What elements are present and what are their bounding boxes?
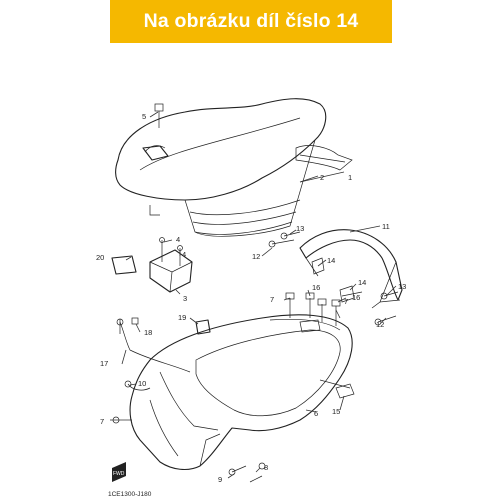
callout-1: 1 (348, 173, 352, 182)
callout-12a: 12 (252, 252, 260, 261)
callout-15: 15 (332, 407, 340, 416)
callout-19: 19 (178, 313, 186, 322)
callout-labels: 5 1 2 4 4 3 20 11 13 12 14 13 14 12 16 1… (96, 112, 406, 484)
callout-16a: 16 (312, 283, 320, 292)
diagram-code: 1CE1300-J180 (108, 491, 152, 498)
latch-15 (319, 379, 355, 399)
callout-8: 8 (264, 463, 268, 472)
bolts-12-13 (268, 231, 399, 326)
callout-7b: 7 (344, 297, 348, 306)
leader-lines (110, 111, 397, 479)
cable-17 (116, 317, 191, 373)
bolts-7-16 (285, 292, 341, 326)
callout-6: 6 (314, 409, 318, 418)
title-banner: Na obrázku díl číslo 14 (110, 0, 392, 43)
callout-12b: 12 (376, 320, 384, 329)
bolt-5 (154, 103, 164, 128)
callout-20: 20 (96, 253, 104, 262)
callout-9: 9 (218, 475, 222, 484)
callout-14a: 14 (327, 256, 335, 265)
callout-18: 18 (144, 328, 152, 337)
callout-14b: 14 (358, 278, 366, 287)
callout-13b: 13 (398, 282, 406, 291)
callout-3: 3 (183, 294, 187, 303)
label-plate-20 (111, 255, 137, 275)
fwd-label: FWD (113, 471, 125, 477)
callout-5: 5 (142, 112, 146, 121)
callout-10: 10 (138, 379, 146, 388)
callout-7a: 7 (270, 295, 274, 304)
seat (115, 98, 327, 237)
callout-7c: 7 (100, 417, 104, 426)
seat-hinge (149, 237, 193, 293)
callout-4a: 4 (176, 235, 180, 244)
callout-13a: 13 (296, 224, 304, 233)
callout-17: 17 (100, 359, 108, 368)
callout-2: 2 (320, 173, 324, 182)
storage-box (129, 314, 353, 471)
hook-10 (124, 380, 151, 391)
callout-4b: 4 (182, 250, 186, 259)
bolts-8-9 (228, 462, 266, 483)
seat-lining (295, 145, 353, 171)
callout-16b: 16 (352, 293, 360, 302)
fwd-marker: FWD (112, 462, 126, 482)
callout-11: 11 (382, 222, 390, 231)
banner-title: Na obrázku díl číslo 14 (143, 10, 359, 32)
plate-19 (195, 319, 211, 335)
